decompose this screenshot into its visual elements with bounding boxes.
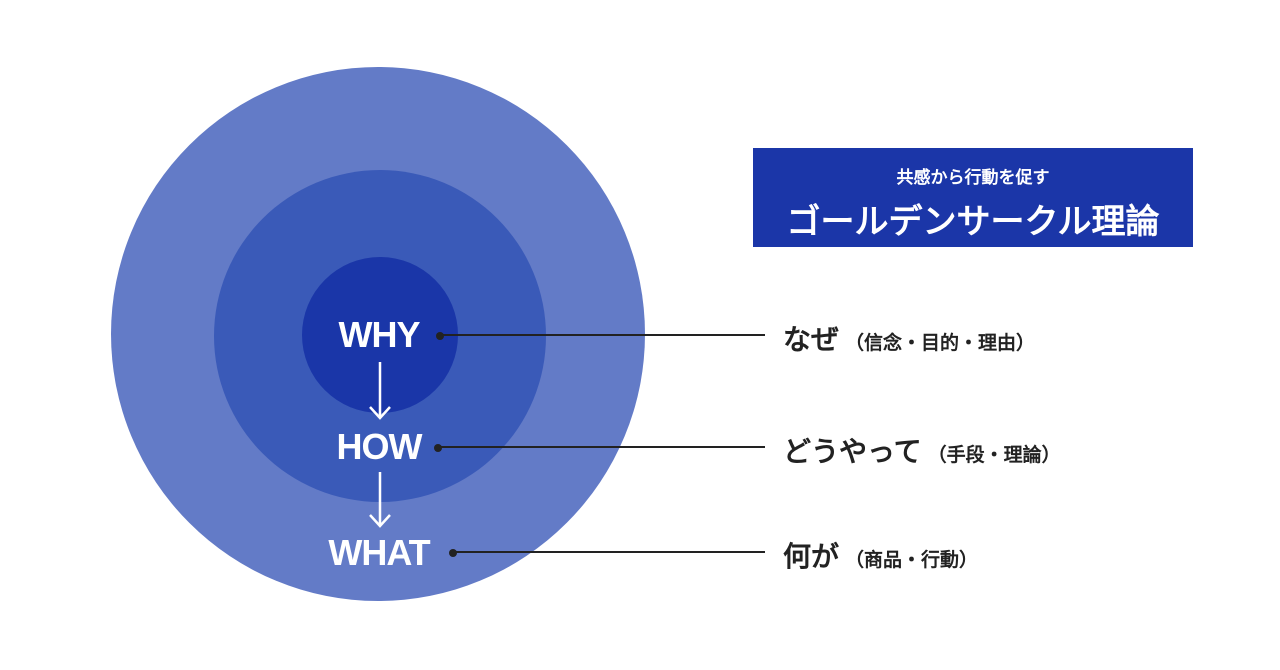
why-label-main: なぜ (783, 324, 840, 355)
arrow-down-icon (369, 362, 391, 420)
why-label: なぜ（信念・目的・理由） (783, 318, 1035, 358)
arrow-down-icon (369, 472, 391, 528)
how-label-main: どうやって (783, 436, 922, 467)
what-connector-dot (449, 549, 457, 557)
title-box: 共感から行動を促す ゴールデンサークル理論 (753, 148, 1193, 247)
what-connector-line (453, 551, 765, 553)
how-connector-line (438, 446, 765, 448)
title-subtitle: 共感から行動を促す (896, 168, 1050, 187)
how-label-detail: （手段・理論） (927, 445, 1061, 466)
how-connector-dot (434, 444, 442, 452)
title-main: ゴールデンサークル理論 (786, 203, 1160, 241)
why-label-detail: （信念・目的・理由） (845, 333, 1036, 354)
why-connector-line (440, 334, 765, 336)
what-label-main: 何が (783, 541, 840, 572)
what-label-detail: （商品・行動） (845, 550, 979, 571)
why-connector-dot (436, 332, 444, 340)
what-label: 何が（商品・行動） (783, 535, 978, 575)
how-keyword: HOW (336, 426, 423, 467)
what-keyword: WHAT (328, 532, 430, 573)
how-label: どうやって（手段・理論） (783, 430, 1061, 470)
why-keyword: WHY (338, 314, 421, 355)
